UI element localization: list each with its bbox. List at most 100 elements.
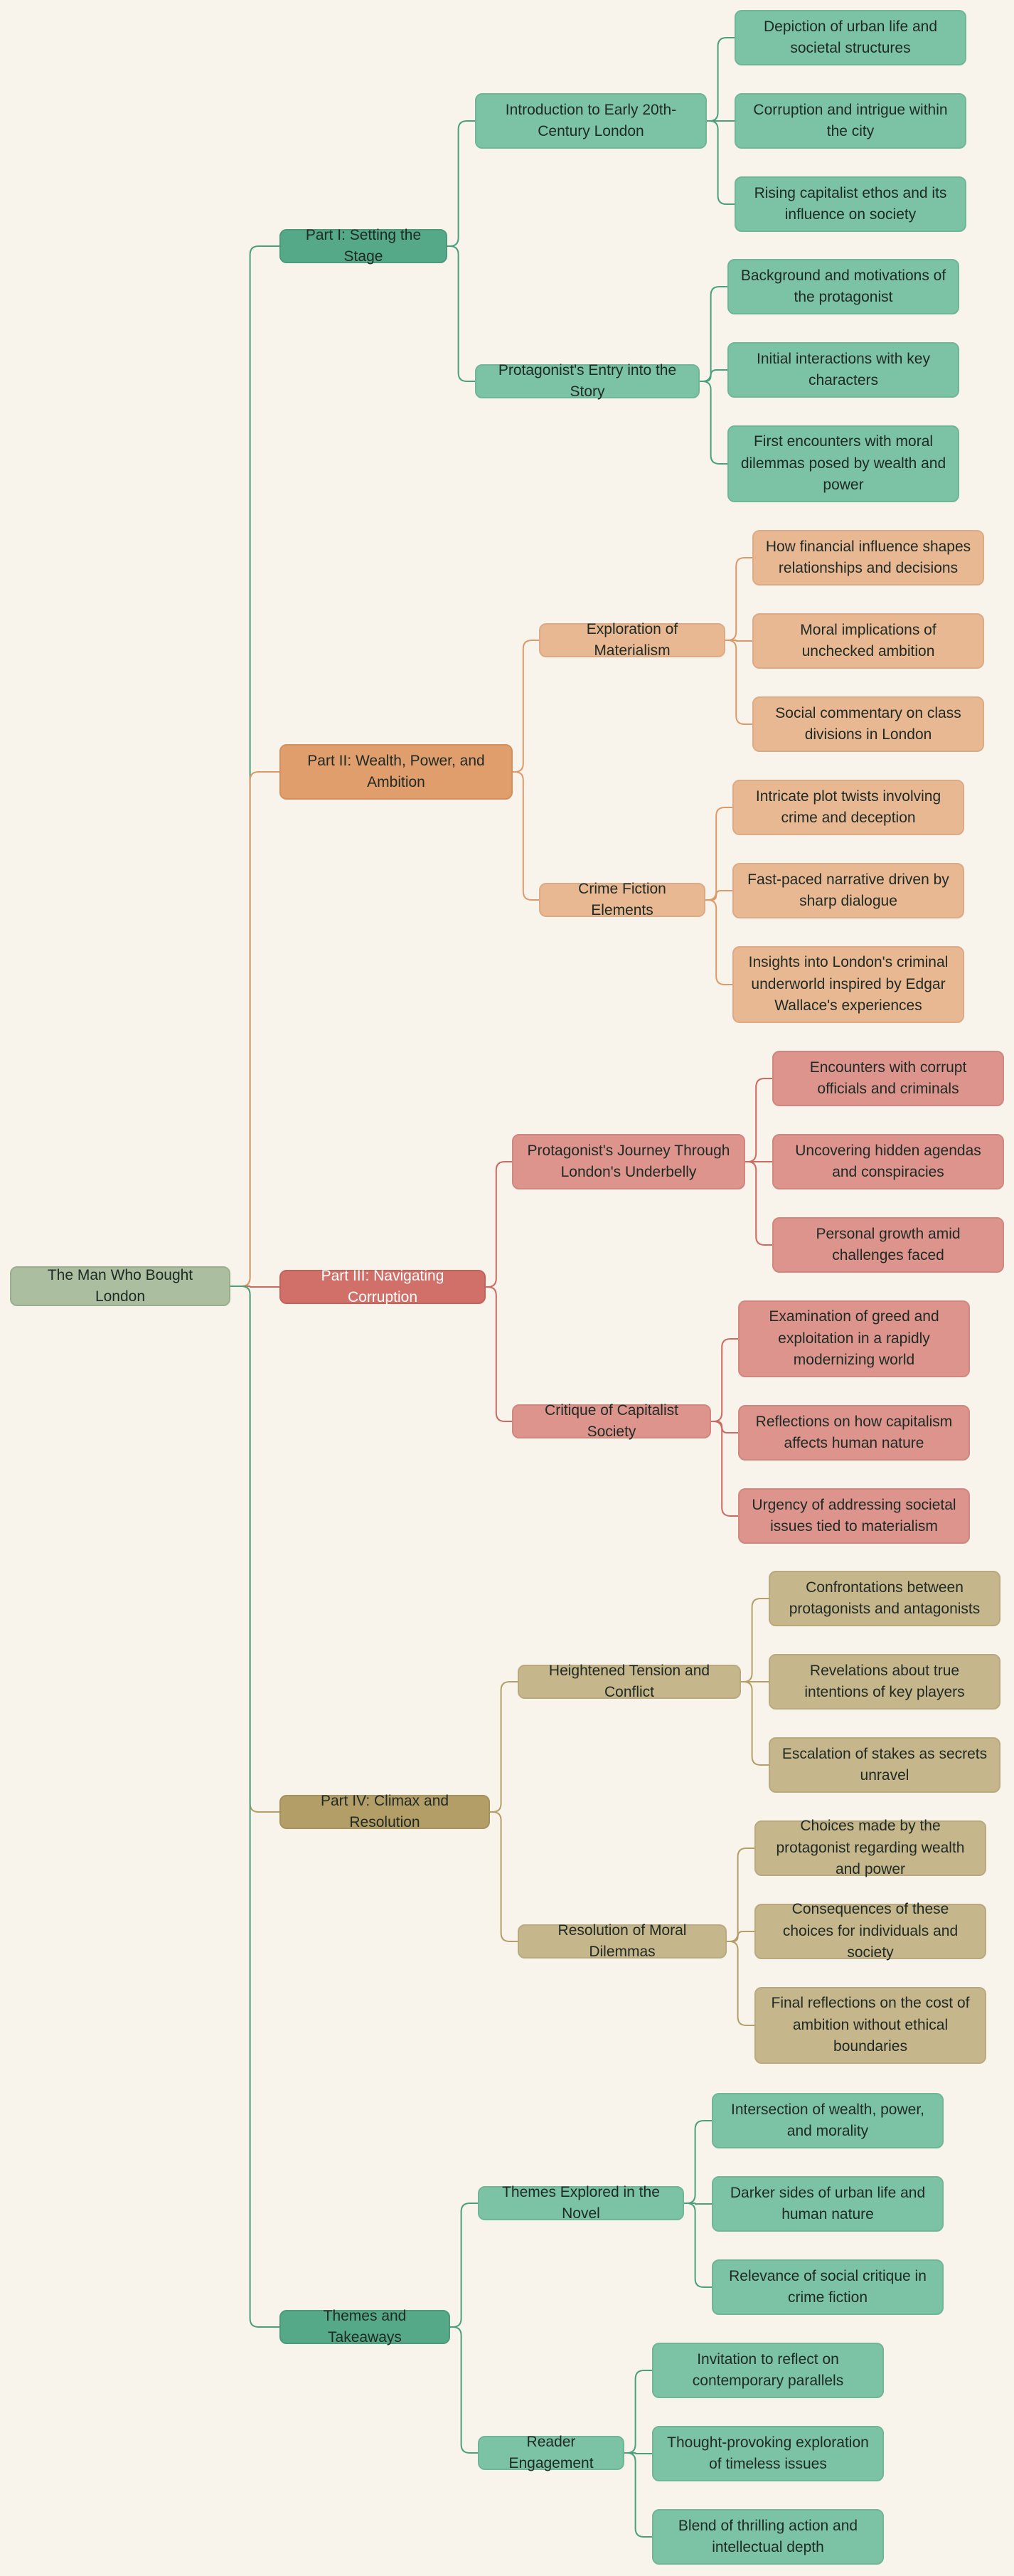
part-1-topic-2-point-2[interactable]: Initial interactions with key characters <box>727 342 959 398</box>
part-4-topic-1-point-2[interactable]: Revelations about true intentions of key… <box>769 1654 1000 1710</box>
point-text: Intersection of wealth, power, and moral… <box>731 2101 924 2139</box>
connector-part-5-topic-2-point-3 <box>624 2452 652 2538</box>
part-2-topic-1-label: Exploration of Materialism <box>586 620 678 659</box>
point-text: First encounters with moral dilemmas pos… <box>740 433 946 494</box>
part-3-node[interactable]: Part III: Navigating Corruption <box>279 1268 486 1305</box>
connector-part-4-topic-2 <box>490 1811 518 1942</box>
point-text: Blend of thrilling action and intellectu… <box>678 2517 858 2555</box>
part-4-topic-2-point-3[interactable]: Final reflections on the cost of ambitio… <box>754 1987 986 2064</box>
part-2-label: Part II: Wealth, Power, and Ambition <box>307 752 485 790</box>
part-3-label: Part III: Navigating Corruption <box>321 1267 444 1305</box>
point-text: Invitation to reflect on contemporary pa… <box>692 2350 844 2389</box>
part-2-node[interactable]: Part II: Wealth, Power, and Ambition <box>279 744 513 800</box>
part-4-topic-1-point-1[interactable]: Confrontations between protagonists and … <box>769 1571 1000 1626</box>
part-2-topic-1-point-2[interactable]: Moral implications of unchecked ambition <box>752 613 984 669</box>
point-text: Relevance of social critique in crime fi… <box>729 2267 927 2306</box>
part-2-topic-2-point-3[interactable]: Insights into London's criminal underwor… <box>732 946 964 1023</box>
point-text: How financial influence shapes relations… <box>765 538 971 576</box>
connector-part-2-topic-2-point-2 <box>705 890 732 901</box>
part-3-topic-2-label: Critique of Capitalist Society <box>545 1401 678 1440</box>
point-text: Insights into London's criminal underwor… <box>748 954 949 1014</box>
connector-part-1-topic-2 <box>447 245 475 382</box>
part-4-topic-2-label: Resolution of Moral Dilemmas <box>557 1922 687 1960</box>
connector-part-3-topic-1-point-3 <box>745 1161 772 1246</box>
part-2-topic-2-point-2[interactable]: Fast-paced narrative driven by sharp dia… <box>732 863 964 918</box>
part-5-topic-2-node[interactable]: Reader Engagement <box>478 2434 624 2471</box>
part-2-topic-2-node[interactable]: Crime Fiction Elements <box>539 881 705 918</box>
connector-part-2-topic-2-point-3 <box>705 899 732 985</box>
root-node[interactable]: The Man Who Bought London <box>10 1266 230 1306</box>
point-text: Intricate plot twists involving crime an… <box>755 788 941 826</box>
connector-part-2-topic-1-point-1 <box>725 557 752 641</box>
point-text: Final reflections on the cost of ambitio… <box>771 1995 970 2055</box>
part-5-topic-2-point-1[interactable]: Invitation to reflect on contemporary pa… <box>652 2343 884 2398</box>
connector-part-5-topic-2-point-2 <box>624 2452 652 2454</box>
part-4-topic-2-point-2[interactable]: Consequences of these choices for indivi… <box>754 1901 986 1961</box>
part-2-topic-1-point-1[interactable]: How financial influence shapes relations… <box>752 530 984 585</box>
part-1-topic-1-point-2[interactable]: Corruption and intrigue within the city <box>735 93 966 149</box>
connector-root-part-1 <box>230 245 279 1287</box>
part-5-topic-1-point-1[interactable]: Intersection of wealth, power, and moral… <box>712 2093 944 2148</box>
point-text: Urgency of addressing societal issues ti… <box>752 1496 956 1535</box>
point-text: Darker sides of urban life and human nat… <box>730 2184 926 2222</box>
connector-part-1-topic-2-point-1 <box>700 286 727 382</box>
part-5-topic-1-point-2[interactable]: Darker sides of urban life and human nat… <box>712 2176 944 2232</box>
point-text: Reflections on how capitalism affects hu… <box>755 1413 953 1451</box>
point-text: Examination of greed and exploitation in… <box>769 1308 939 1369</box>
point-text: Depiction of urban life and societal str… <box>764 18 937 56</box>
part-1-topic-2-node[interactable]: Protagonist's Entry into the Story <box>475 362 700 400</box>
point-text: Thought-provoking exploration of timeles… <box>667 2434 869 2472</box>
connector-part-5-topic-1-point-3 <box>684 2203 712 2288</box>
connector-root-part-3 <box>230 1286 279 1288</box>
part-1-topic-1-point-1[interactable]: Depiction of urban life and societal str… <box>735 10 966 65</box>
point-text: Escalation of stakes as secrets unravel <box>781 1745 988 1783</box>
part-3-topic-2-point-2[interactable]: Reflections on how capitalism affects hu… <box>738 1405 970 1461</box>
part-3-topic-2-point-3[interactable]: Urgency of addressing societal issues ti… <box>738 1488 970 1544</box>
part-5-topic-2-point-2[interactable]: Thought-provoking exploration of timeles… <box>652 2426 884 2481</box>
part-4-topic-2-point-1[interactable]: Choices made by the protagonist regardin… <box>754 1818 986 1877</box>
connector-part-1-topic-1-point-3 <box>707 120 735 205</box>
part-1-topic-1-node[interactable]: Introduction to Early 20th-Century Londo… <box>475 93 707 149</box>
part-2-topic-1-node[interactable]: Exploration of Materialism <box>539 621 725 659</box>
part-1-topic-2-point-3[interactable]: First encounters with moral dilemmas pos… <box>727 425 959 502</box>
connector-part-3-topic-2-point-3 <box>711 1421 738 1517</box>
part-1-topic-2-point-1[interactable]: Background and motivations of the protag… <box>727 259 959 314</box>
part-4-label: Part IV: Climax and Resolution <box>320 1792 449 1830</box>
part-3-topic-1-point-2[interactable]: Uncovering hidden agendas and conspiraci… <box>772 1134 1004 1189</box>
part-2-topic-1-point-3[interactable]: Social commentary on class divisions in … <box>752 696 984 752</box>
part-3-topic-1-label: Protagonist's Journey Through London's U… <box>527 1142 730 1180</box>
part-1-node[interactable]: Part I: Setting the Stage <box>279 227 447 265</box>
point-text: Personal growth amid challenges faced <box>816 1225 961 1263</box>
part-3-topic-1-node[interactable]: Protagonist's Journey Through London's U… <box>512 1134 745 1189</box>
part-3-topic-2-node[interactable]: Critique of Capitalist Society <box>512 1402 711 1440</box>
part-2-topic-2-point-1[interactable]: Intricate plot twists involving crime an… <box>732 780 964 835</box>
point-text: Revelations about true intentions of key… <box>804 1662 965 1700</box>
part-5-node[interactable]: Themes and Takeaways <box>279 2308 450 2346</box>
part-1-topic-1-point-3[interactable]: Rising capitalist ethos and its influenc… <box>735 176 966 232</box>
part-3-topic-1-point-1[interactable]: Encounters with corrupt officials and cr… <box>772 1051 1004 1106</box>
part-4-node[interactable]: Part IV: Climax and Resolution <box>279 1793 490 1830</box>
part-5-topic-1-point-3[interactable]: Relevance of social critique in crime fi… <box>712 2259 944 2315</box>
part-5-topic-2-point-3[interactable]: Blend of thrilling action and intellectu… <box>652 2509 884 2565</box>
connector-part-4-topic-2-point-2 <box>727 1931 754 1942</box>
point-text: Consequences of these choices for indivi… <box>782 1901 959 1961</box>
connector-part-1-topic-1 <box>447 120 475 247</box>
part-1-topic-1-label: Introduction to Early 20th-Century Londo… <box>505 101 677 139</box>
part-4-topic-1-node[interactable]: Heightened Tension and Conflict <box>518 1663 741 1700</box>
root-label: The Man Who Bought London <box>47 1266 193 1305</box>
part-4-topic-1-point-3[interactable]: Escalation of stakes as secrets unravel <box>769 1737 1000 1793</box>
connector-part-1-topic-1-point-1 <box>707 37 735 122</box>
connector-root-part-2 <box>230 771 279 1287</box>
part-4-topic-2-node[interactable]: Resolution of Moral Dilemmas <box>518 1922 727 1960</box>
point-text: Confrontations between protagonists and … <box>789 1579 981 1617</box>
part-5-label: Themes and Takeaways <box>323 2307 407 2346</box>
part-5-topic-1-node[interactable]: Themes Explored in the Novel <box>478 2184 684 2222</box>
part-1-label: Part I: Setting the Stage <box>305 226 422 265</box>
part-3-topic-1-point-3[interactable]: Personal growth amid challenges faced <box>772 1217 1004 1273</box>
point-text: Fast-paced narrative driven by sharp dia… <box>747 871 949 909</box>
connector-part-4-topic-2-point-3 <box>727 1941 754 2026</box>
part-3-topic-2-point-1[interactable]: Examination of greed and exploitation in… <box>738 1300 970 1377</box>
connector-part-3-topic-2 <box>486 1286 512 1422</box>
connector-part-5-topic-1-point-1 <box>684 2120 712 2204</box>
